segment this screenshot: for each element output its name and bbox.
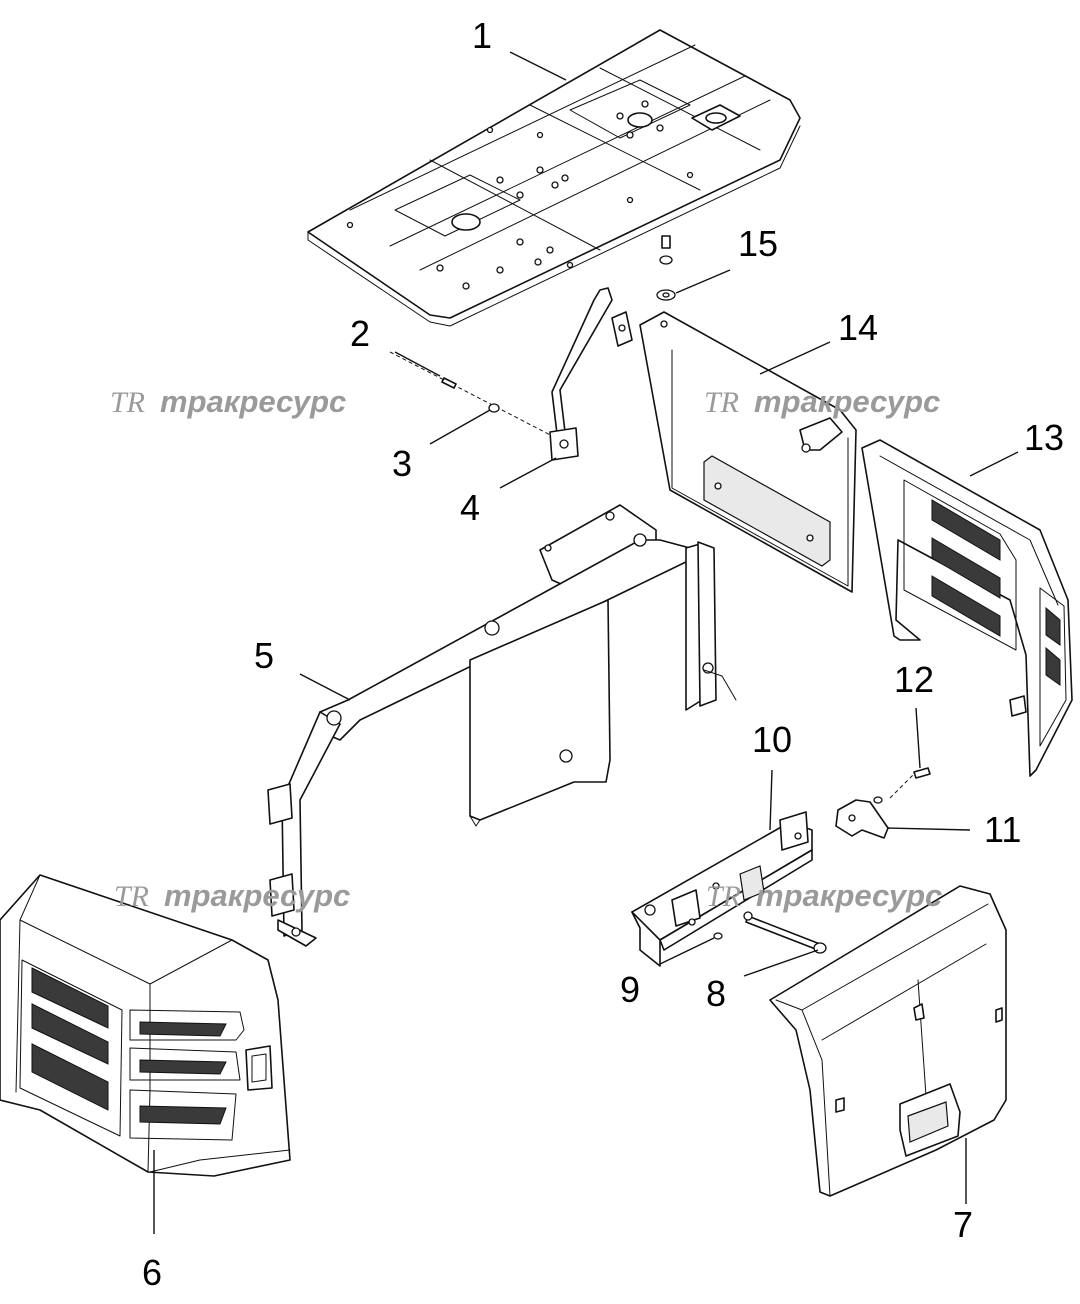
- part-6-left-grille: [0, 874, 291, 1177]
- part-10-hinge-bracket: [631, 811, 813, 967]
- callout-4: 4: [460, 487, 480, 528]
- callout-12: 12: [894, 659, 934, 700]
- part-12-bolt: [889, 767, 931, 799]
- part-13-right-grille: [861, 439, 1073, 777]
- part-8-rod: [743, 911, 827, 954]
- watermark-logo-1: TR: [110, 386, 145, 419]
- callout-labels: 1 2 3 4 5 6 7 8 9 10 11 12 13 14 15: [142, 15, 1064, 1293]
- part-5-frame: [267, 504, 737, 947]
- watermark-text-1: тракресурс: [160, 384, 346, 419]
- callout-8: 8: [706, 973, 726, 1014]
- watermark-text-4: тракресурс: [756, 878, 942, 913]
- part-7-front-cover: [769, 885, 1007, 1197]
- watermark-logo-4: TR: [706, 880, 741, 913]
- watermark-text-2: тракресурс: [754, 384, 940, 419]
- watermark-3: TR тракресурс: [114, 878, 350, 913]
- callout-7: 7: [953, 1204, 973, 1245]
- watermark-text-3: тракресурс: [164, 878, 350, 913]
- leader-lines: [153, 51, 1019, 1234]
- watermark-logo-2: TR: [704, 386, 739, 419]
- part-9-washer: [713, 932, 723, 940]
- watermark-2: TR тракресурс: [704, 384, 940, 419]
- watermark-4: TR тракресурс: [706, 878, 942, 913]
- callout-3: 3: [392, 443, 412, 484]
- part-11-bracket: [835, 796, 889, 839]
- callout-6: 6: [142, 1252, 162, 1293]
- callout-9: 9: [620, 969, 640, 1010]
- watermark-logo-3: TR: [114, 880, 149, 913]
- part-3-nut: [488, 403, 500, 413]
- part-15-bolt-washer: [656, 235, 676, 301]
- watermark-1: TR тракресурс: [110, 384, 346, 419]
- part-14-side-panel: [639, 311, 857, 593]
- callout-5: 5: [254, 635, 274, 676]
- callout-1: 1: [472, 15, 492, 56]
- plate-studs: [346, 100, 694, 290]
- callout-2: 2: [350, 313, 370, 354]
- callout-14: 14: [838, 307, 878, 348]
- callout-15: 15: [738, 223, 778, 264]
- part-4-strut: [549, 287, 633, 461]
- callout-11: 11: [984, 809, 1021, 850]
- part-1-top-plate: [307, 29, 801, 327]
- callout-10: 10: [752, 719, 792, 760]
- callout-13: 13: [1024, 417, 1064, 458]
- part-2-bolt: [389, 351, 561, 441]
